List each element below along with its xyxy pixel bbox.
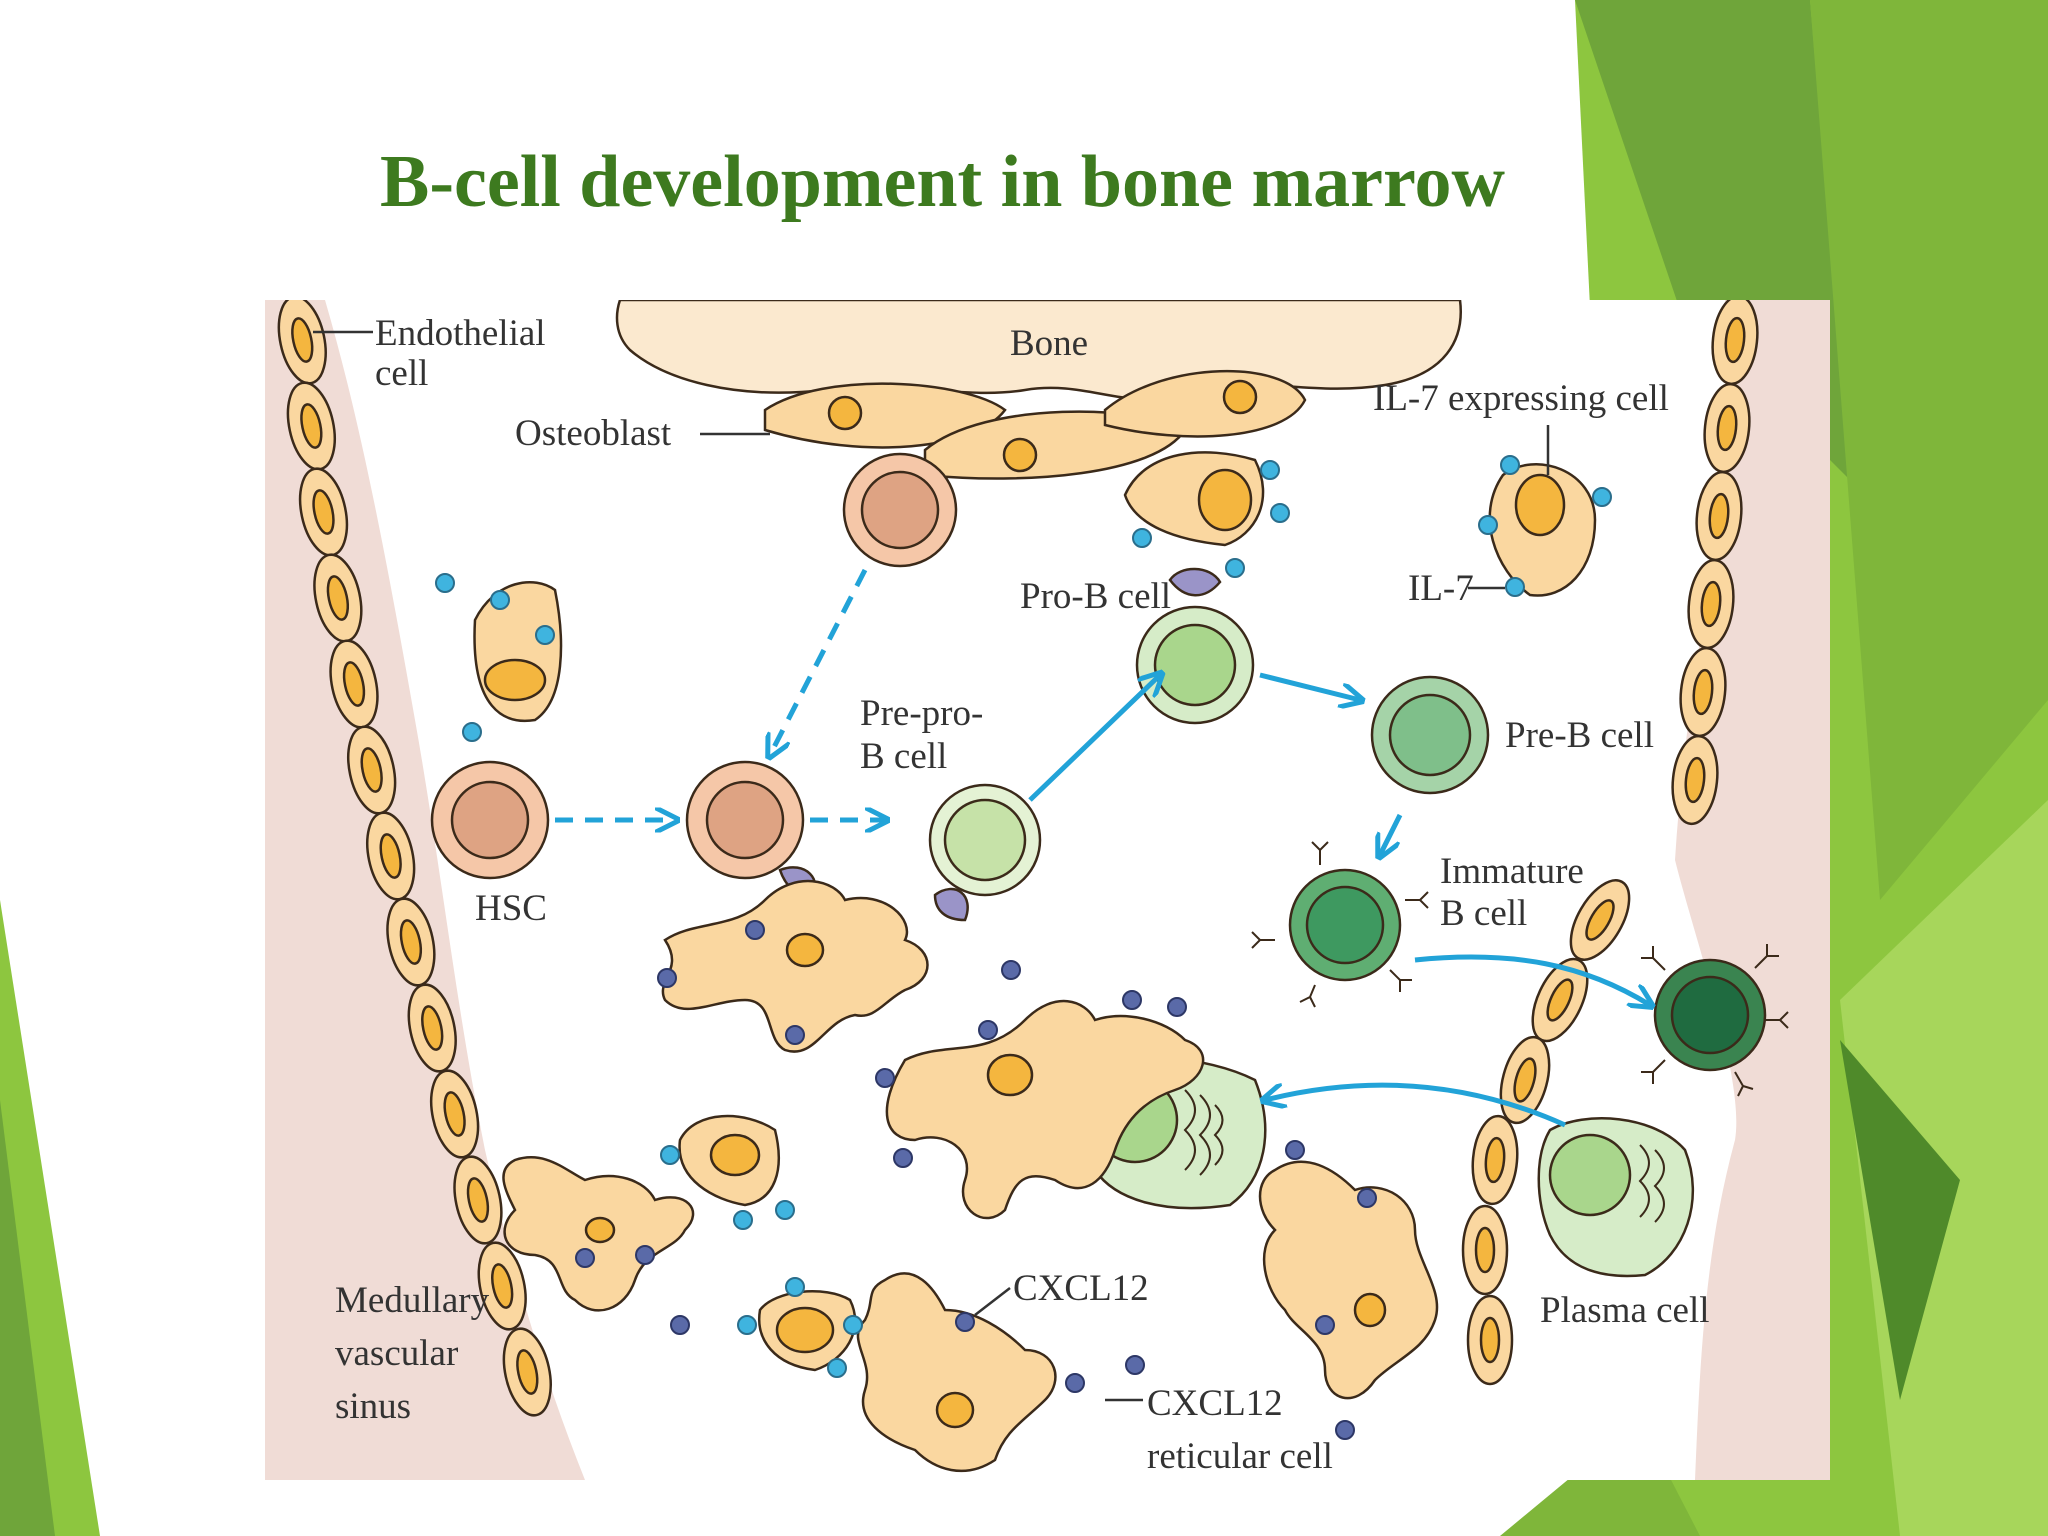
left-endothelial-nucleus [360, 747, 383, 793]
reticular-cell-1 [657, 879, 929, 1053]
osteoblast-cells [763, 370, 1307, 480]
right-endothelial-nucleus [1513, 1057, 1537, 1103]
right-endothelial-nucleus [1716, 404, 1738, 452]
hsc-cell [430, 760, 550, 880]
reticular-cell-2 [875, 960, 1205, 1220]
label-pre-pro-b-line1: Pre-pro- [860, 693, 983, 734]
label-endothelial-line2: cell [375, 353, 428, 394]
cxcl12-leader [974, 1287, 1011, 1316]
right-endothelial-nucleus [1692, 668, 1714, 716]
label-sinus-line1: Medullary [335, 1280, 490, 1321]
arrow-pre-b-to-immature-b [1380, 813, 1403, 855]
plasma-cell-sinus [1537, 1117, 1694, 1278]
label-immature-b-line1: Immature [1440, 851, 1584, 892]
diagram-svg: Bone Osteoblast Endothelial cell Pro-B c… [265, 300, 1830, 1480]
arrow-pre-pro-b-to-pro-b [1028, 675, 1160, 802]
osteoblast-1-nucleus [827, 395, 863, 431]
left-endothelial-nucleus [421, 1005, 444, 1051]
label-reticular-line2: reticular cell [1147, 1436, 1333, 1477]
left-endothelial-nucleus [516, 1349, 539, 1395]
stromal-cell-top-middle [1123, 451, 1290, 578]
label-sinus-line3: sinus [335, 1386, 411, 1427]
reticular-cell-5 [1258, 1140, 1439, 1440]
pre-pro-b-cell [928, 783, 1042, 922]
hsc-migrating-cell [685, 760, 817, 902]
label-reticular-line1: CXCL12 [1147, 1383, 1283, 1424]
label-pre-b-cell: Pre-B cell [1505, 715, 1654, 756]
left-endothelial-nucleus [379, 833, 402, 879]
il7-expressing-cell [1478, 455, 1612, 597]
left-endothelial-nucleus [291, 317, 314, 363]
label-sinus-line2: vascular [335, 1333, 458, 1374]
reticular-cell-3 [502, 1156, 695, 1335]
label-endothelial-line1: Endothelial [375, 313, 546, 354]
left-accent-facet-dark [0, 1100, 55, 1536]
immature-b-cell [1251, 841, 1429, 1008]
stromal-cell-left [435, 573, 563, 742]
b-cell-development-diagram: Bone Osteoblast Endothelial cell Pro-B c… [265, 300, 1830, 1480]
right-endothelial-nucleus [1700, 580, 1722, 628]
stromal-cell-lower-left [660, 1114, 795, 1230]
right-accent-facet-5 [1840, 1040, 1960, 1400]
label-hsc: HSC [475, 888, 547, 929]
left-endothelial-nucleus [399, 919, 423, 965]
label-il7: IL-7 [1408, 568, 1474, 609]
reticular-cell-4 [856, 1272, 1145, 1473]
osteoblast-3 [1103, 370, 1307, 438]
hsc-top-cell [842, 452, 958, 568]
left-endothelial-nucleus [443, 1091, 466, 1137]
label-osteoblast: Osteoblast [515, 413, 672, 454]
arrow-plasma-cell-return [1265, 1082, 1567, 1128]
right-endothelial-chain [1461, 300, 1759, 1386]
left-endothelial-nucleus [326, 575, 350, 621]
right-endothelial-nucleus [1585, 899, 1615, 941]
label-cxcl12: CXCL12 [1013, 1268, 1149, 1309]
right-endothelial-nucleus [1708, 492, 1730, 540]
left-endothelial-nucleus [342, 661, 366, 707]
osteoblast-3-nucleus [1222, 379, 1258, 415]
label-plasma-cell: Plasma cell [1540, 1290, 1710, 1331]
right-endothelial-nucleus [1684, 756, 1706, 804]
arrow-top-hsc-to-migrating [770, 568, 868, 755]
right-endothelial-nucleus [1484, 1136, 1506, 1184]
slide-title: B-cell development in bone marrow [380, 141, 1505, 223]
right-accent-facet-3 [1810, 0, 2048, 900]
left-endothelial-nucleus [491, 1263, 514, 1309]
label-pre-pro-b-line2: B cell [860, 736, 947, 777]
left-endothelial-nucleus [312, 489, 335, 535]
osteoblast-2-nucleus [1002, 437, 1038, 473]
right-endothelial-nucleus [1724, 316, 1746, 364]
label-immature-b-line2: B cell [1440, 893, 1527, 934]
left-endothelial-nucleus [300, 403, 323, 449]
mature-b-cell [1641, 944, 1789, 1097]
left-endothelial-nucleus [466, 1177, 490, 1223]
pre-b-cell [1370, 675, 1490, 795]
right-endothelial-nucleus [1474, 1226, 1496, 1274]
osteoblast-1 [763, 382, 1007, 449]
label-pro-b-cell: Pro-B cell [1020, 576, 1171, 617]
label-bone: Bone [1010, 323, 1088, 364]
label-il7-expressing-cell: IL-7 expressing cell [1373, 378, 1669, 419]
left-endothelial-chain [277, 300, 552, 1417]
stromal-cell-bottom [737, 1277, 863, 1378]
right-endothelial-nucleus [1479, 1316, 1501, 1364]
right-endothelial-nucleus [1546, 978, 1574, 1022]
arrow-pro-b-to-pre-b [1259, 672, 1360, 700]
arrow-immature-to-mature [1414, 954, 1650, 1005]
